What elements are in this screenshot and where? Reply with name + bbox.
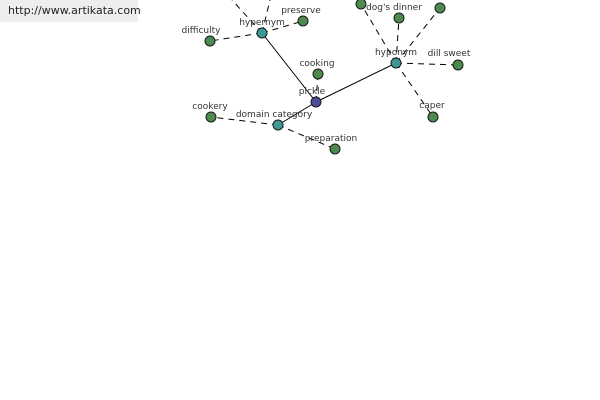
edge-hypernym-difficulty [209, 32, 263, 42]
node-cookery[interactable] [205, 111, 217, 123]
edge-pickle-hyponym [315, 62, 397, 103]
node-pickle[interactable] [310, 96, 322, 108]
label-domain-category: domain category [236, 110, 313, 120]
node-preparation[interactable] [329, 143, 341, 155]
node-hyponym-offscreen-a[interactable] [355, 0, 367, 10]
label-difficulty: difficulty [182, 26, 222, 36]
label-dogs-dinner: dog's dinner [366, 3, 422, 13]
edge-hyponym-dill-sweet [395, 62, 459, 66]
node-dill-sweet[interactable] [452, 59, 464, 71]
node-cooking[interactable] [312, 68, 324, 80]
edge-pickle-hypernym [261, 32, 317, 103]
url-label[interactable]: http://www.artikata.com [0, 0, 141, 22]
node-difficulty[interactable] [204, 35, 216, 47]
label-preparation: preparation [305, 134, 357, 144]
edge-hyponym-offscreen-b [395, 7, 441, 64]
node-domain-category[interactable] [272, 119, 284, 131]
label-hypernym: hypernym [239, 18, 285, 28]
label-pickle: pickle [299, 87, 326, 97]
node-hypernym[interactable] [256, 27, 268, 39]
node-dogs-dinner[interactable] [393, 12, 405, 24]
edge-hyponym-offscreen-a [360, 3, 397, 64]
label-cooking: cooking [299, 59, 334, 69]
label-dill-sweet: dill sweet [428, 49, 471, 59]
label-cookery: cookery [192, 102, 228, 112]
edge-hypernym-offscreen-b [261, 0, 271, 34]
label-caper: caper [419, 101, 445, 111]
label-hyponym: hyponym [375, 48, 417, 58]
edge-hypernym-preserve [261, 20, 304, 34]
edge-hypernym-offscreen-a [231, 0, 263, 34]
edge-hyponym-dogs-dinner [395, 17, 400, 64]
label-preserve: preserve [281, 6, 321, 16]
node-caper[interactable] [427, 111, 439, 123]
edge-pickle-domain-category [277, 101, 317, 126]
edge-domain-cookery [210, 116, 279, 126]
node-hyponym-offscreen-b[interactable] [434, 2, 446, 14]
node-hyponym[interactable] [390, 57, 402, 69]
node-preserve[interactable] [297, 15, 309, 27]
